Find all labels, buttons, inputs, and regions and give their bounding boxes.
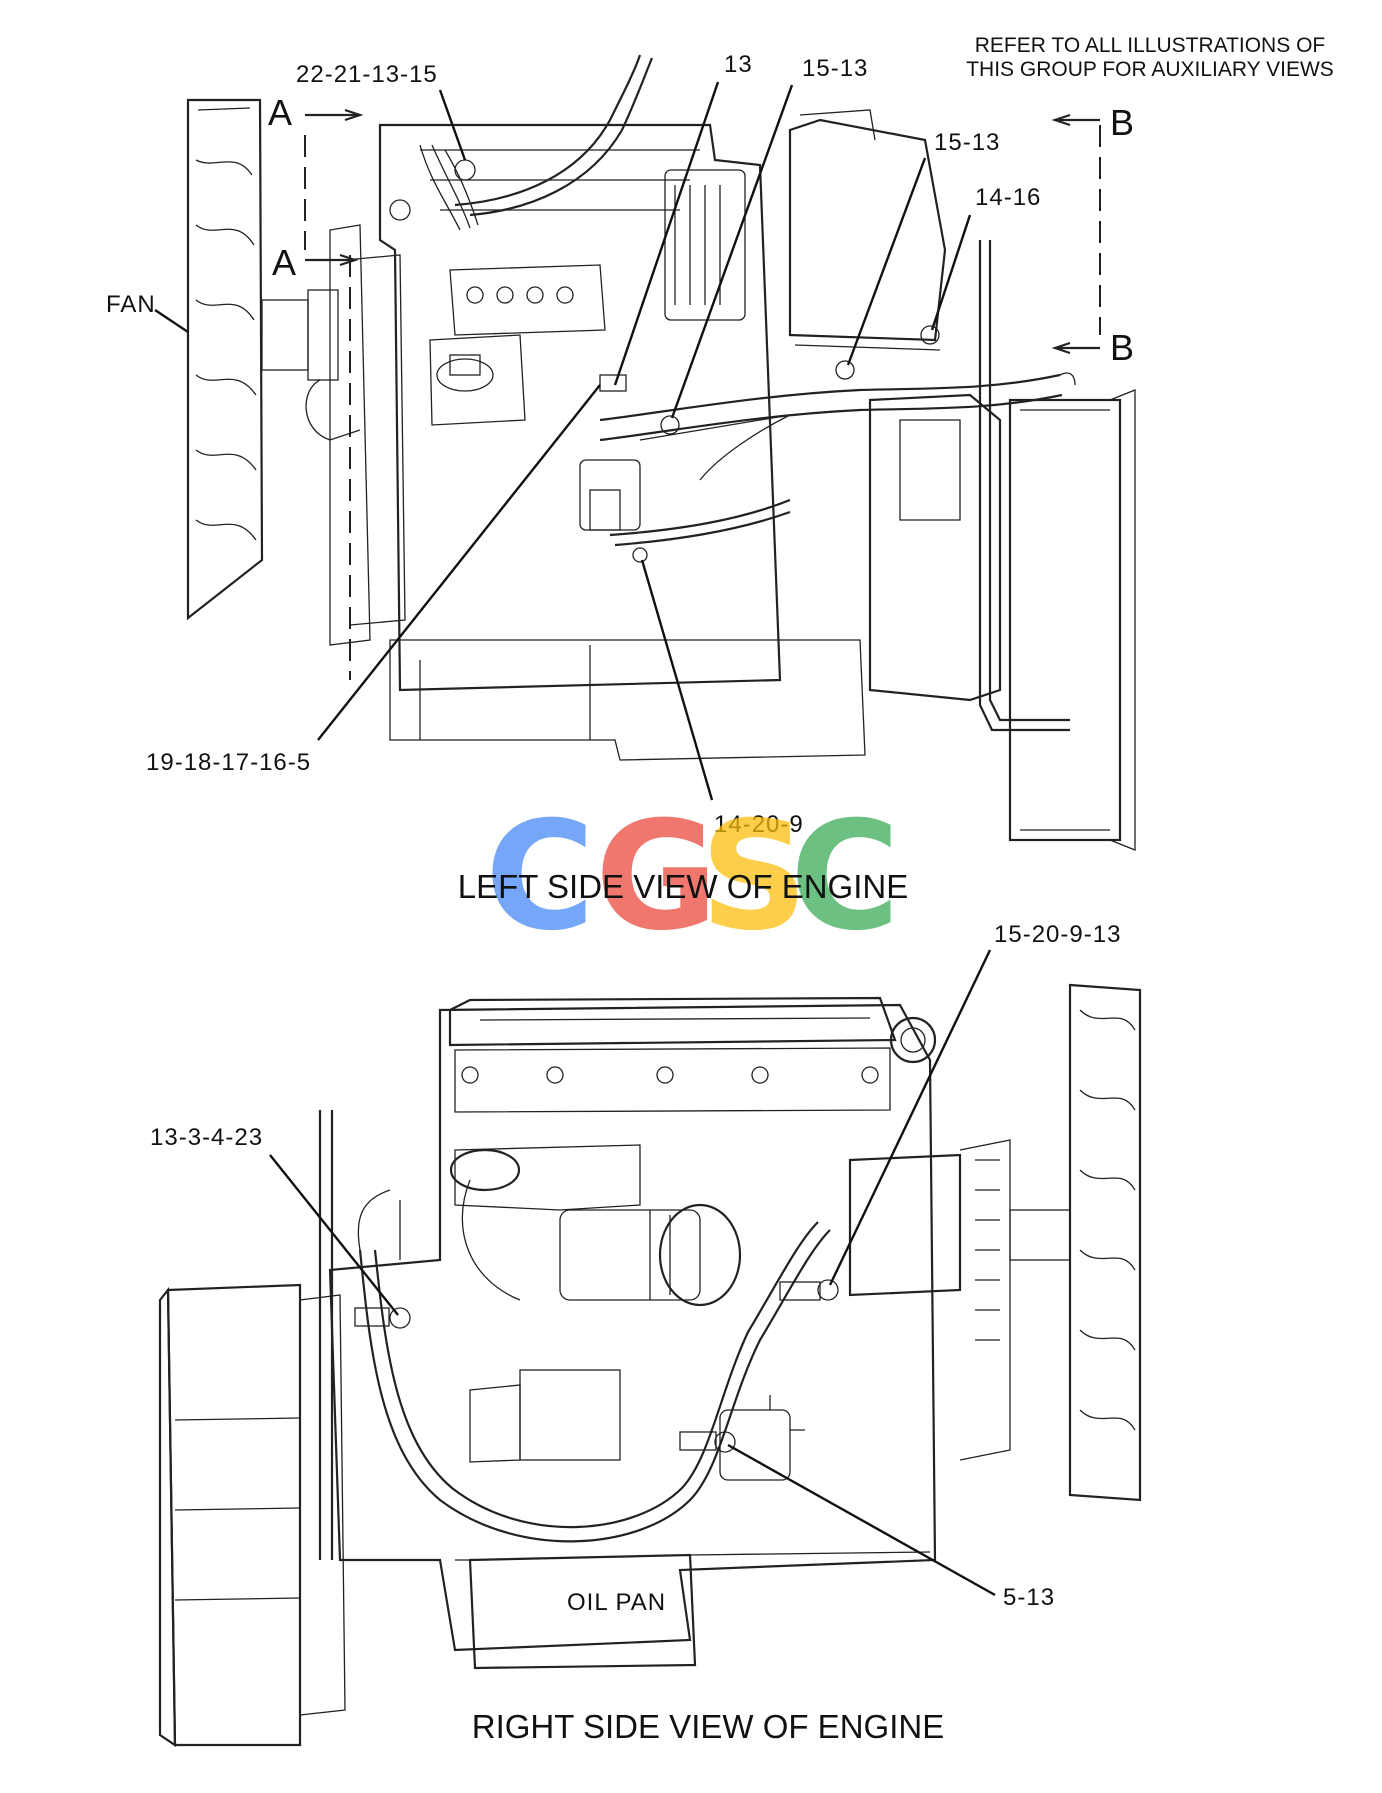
callout-14-20-9: 14-20-9	[714, 811, 804, 838]
right-side-engine-drawing	[158, 983, 1142, 1748]
left-side-engine-drawing	[186, 54, 1136, 851]
fan-drawing	[186, 98, 339, 621]
callout-15-13-a: 15-13	[802, 55, 868, 82]
section-mark-a-upper: A	[268, 92, 292, 133]
oil-pan-label: OIL PAN	[567, 1589, 666, 1616]
section-mark-b-lower: B	[1110, 327, 1134, 368]
section-mark-b-upper: B	[1110, 102, 1134, 143]
left-view-title: LEFT SIDE VIEW OF ENGINE	[458, 868, 908, 905]
note-line-2: THIS GROUP FOR AUXILIARY VIEWS	[966, 58, 1334, 81]
auxiliary-views-note: REFER TO ALL ILLUSTRATIONS OF THIS GROUP…	[966, 34, 1334, 81]
callout-22-21-13-15: 22-21-13-15	[296, 61, 438, 88]
watermark-letter-1: C	[485, 790, 595, 964]
left-view-callouts: 22-21-13-15 13 15-13 15-13 14-16 19-18-1…	[146, 51, 1041, 838]
callout-15-13-b: 15-13	[934, 129, 1000, 156]
callout-19-18-17-16-5: 19-18-17-16-5	[146, 749, 311, 776]
callout-13: 13	[724, 51, 753, 78]
callout-14-16: 14-16	[975, 184, 1041, 211]
cgsc-watermark: C G S C	[485, 790, 900, 964]
callout-5-13: 5-13	[1003, 1584, 1055, 1611]
watermark-letter-3: S	[700, 790, 808, 964]
right-view-title: RIGHT SIDE VIEW OF ENGINE	[472, 1708, 944, 1745]
callout-13-3-4-23: 13-3-4-23	[150, 1124, 263, 1151]
fan-label: FAN	[106, 291, 156, 318]
watermark-letter-2: G	[595, 790, 718, 964]
note-line-1: REFER TO ALL ILLUSTRATIONS OF	[975, 34, 1325, 57]
callout-15-20-9-13: 15-20-9-13	[994, 921, 1121, 948]
watermark-letter-4: C	[790, 790, 900, 964]
fan-leader	[154, 309, 189, 333]
right-view-callouts: 15-20-9-13 13-3-4-23 5-13	[150, 921, 1121, 1611]
section-mark-a-lower: A	[272, 242, 296, 283]
